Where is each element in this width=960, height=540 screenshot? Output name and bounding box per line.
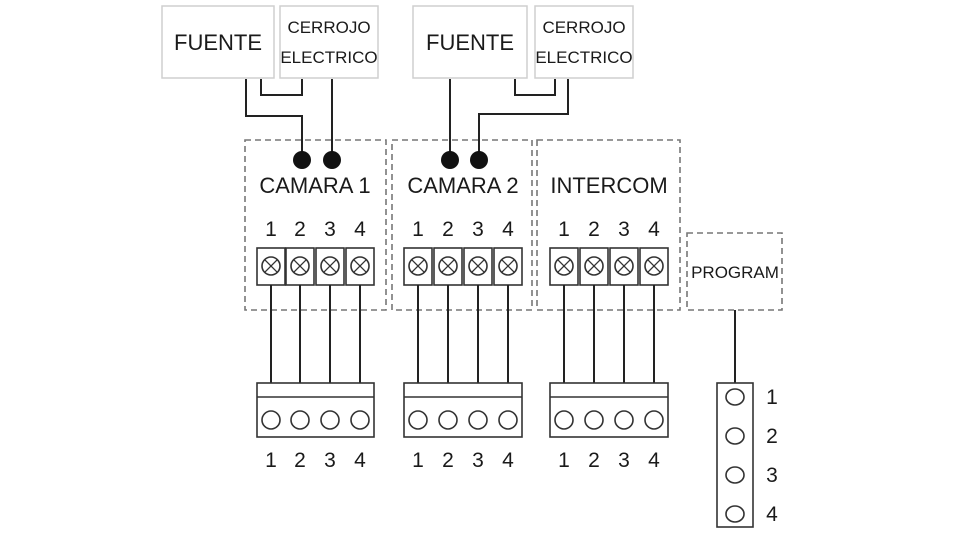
module-terminal-numbers: 1 2 3 4 1 2 3 4 1 2 3 4 <box>265 218 660 241</box>
screw-terminal <box>403 247 433 286</box>
module-label-camara-2: CAMARA 2 <box>407 173 518 198</box>
screw-terminal <box>549 247 579 286</box>
connector-pin <box>290 410 310 430</box>
module-box-intercom <box>536 139 681 311</box>
cerrojo-box-1: CERROJO ELECTRICO <box>279 5 379 79</box>
module-box-camara-1 <box>244 139 387 311</box>
svg-text:3: 3 <box>324 449 336 472</box>
svg-text:4: 4 <box>354 218 366 241</box>
fuente-box-2: FUENTE <box>412 5 528 79</box>
svg-text:2: 2 <box>294 218 306 241</box>
svg-text:1: 1 <box>558 218 570 241</box>
connector-pin <box>408 410 428 430</box>
svg-text:1: 1 <box>265 449 277 472</box>
svg-text:3: 3 <box>618 449 630 472</box>
svg-text:1: 1 <box>412 218 424 241</box>
screw-terminal <box>433 247 463 286</box>
screw-terminal <box>579 247 609 286</box>
connection-dot <box>470 151 488 169</box>
svg-text:3: 3 <box>324 218 336 241</box>
connection-dot <box>441 151 459 169</box>
svg-text:2: 2 <box>442 218 454 241</box>
svg-text:4: 4 <box>648 449 660 472</box>
program-connector <box>716 382 754 528</box>
svg-text:2: 2 <box>442 449 454 472</box>
program-label: PROGRAM <box>691 263 779 282</box>
svg-text:4: 4 <box>766 503 778 526</box>
program-box <box>686 232 783 311</box>
svg-text:3: 3 <box>766 464 778 487</box>
top-wiring <box>245 79 569 169</box>
connector-pin <box>498 410 518 430</box>
svg-text:2: 2 <box>588 449 600 472</box>
module-label-camara-1: CAMARA 1 <box>259 173 370 198</box>
connector-pin <box>350 410 370 430</box>
screw-terminal <box>315 247 345 286</box>
screw-terminals <box>256 247 669 286</box>
connector-pin <box>468 410 488 430</box>
wire-cerrojo2-camara2 <box>478 79 569 158</box>
svg-text:1: 1 <box>558 449 570 472</box>
connection-dot <box>323 151 341 169</box>
svg-text:1: 1 <box>412 449 424 472</box>
svg-text:4: 4 <box>354 449 366 472</box>
screw-terminal <box>463 247 493 286</box>
connector-pin <box>320 410 340 430</box>
module-label-intercom: INTERCOM <box>550 173 667 198</box>
svg-text:4: 4 <box>502 218 514 241</box>
connector-pin-numbers: 1 2 3 4 1 2 3 4 1 2 3 4 <box>265 449 660 472</box>
cerrojo-label-1-line1: CERROJO <box>287 18 370 37</box>
connector-pin <box>554 410 574 430</box>
cerrojo-label-2-line2: ELECTRICO <box>535 48 632 67</box>
svg-text:2: 2 <box>588 218 600 241</box>
screw-terminal <box>609 247 639 286</box>
screw-terminal <box>639 247 669 286</box>
wire-fuente1-cerrojo1-loop <box>260 79 303 96</box>
program-connector-pins <box>725 388 745 523</box>
svg-text:1: 1 <box>265 218 277 241</box>
wire-fuente1-camara1 <box>245 79 303 158</box>
program-pin-numbers: 1 2 3 4 <box>766 386 778 526</box>
screw-terminal <box>345 247 375 286</box>
fuente-box-1: FUENTE <box>161 5 275 79</box>
cerrojo-label-1-line2: ELECTRICO <box>280 48 377 67</box>
svg-text:3: 3 <box>472 449 484 472</box>
svg-text:1: 1 <box>766 386 778 409</box>
fuente-label-1: FUENTE <box>174 30 262 55</box>
screw-terminal <box>285 247 315 286</box>
connector-pin <box>644 410 664 430</box>
screw-terminal <box>493 247 523 286</box>
svg-text:3: 3 <box>472 218 484 241</box>
svg-text:3: 3 <box>618 218 630 241</box>
bottom-connectors <box>256 382 669 438</box>
wire-fuente2-cerrojo2-loop <box>514 79 556 96</box>
connector-pin <box>614 410 634 430</box>
bottom-connector-1 <box>256 382 375 438</box>
fuente-label-2: FUENTE <box>426 30 514 55</box>
connector-pin <box>438 410 458 430</box>
svg-text:2: 2 <box>294 449 306 472</box>
svg-text:4: 4 <box>502 449 514 472</box>
screw-terminal <box>256 247 286 286</box>
cerrojo-label-2-line1: CERROJO <box>542 18 625 37</box>
bottom-connector-2 <box>403 382 523 438</box>
connector-pin <box>261 410 281 430</box>
svg-text:4: 4 <box>648 218 660 241</box>
cerrojo-box-2: CERROJO ELECTRICO <box>534 5 634 79</box>
module-box-camara-2 <box>391 139 533 311</box>
svg-text:2: 2 <box>766 425 778 448</box>
connection-dot <box>293 151 311 169</box>
connector-pin <box>584 410 604 430</box>
bottom-connector-3 <box>549 382 669 438</box>
